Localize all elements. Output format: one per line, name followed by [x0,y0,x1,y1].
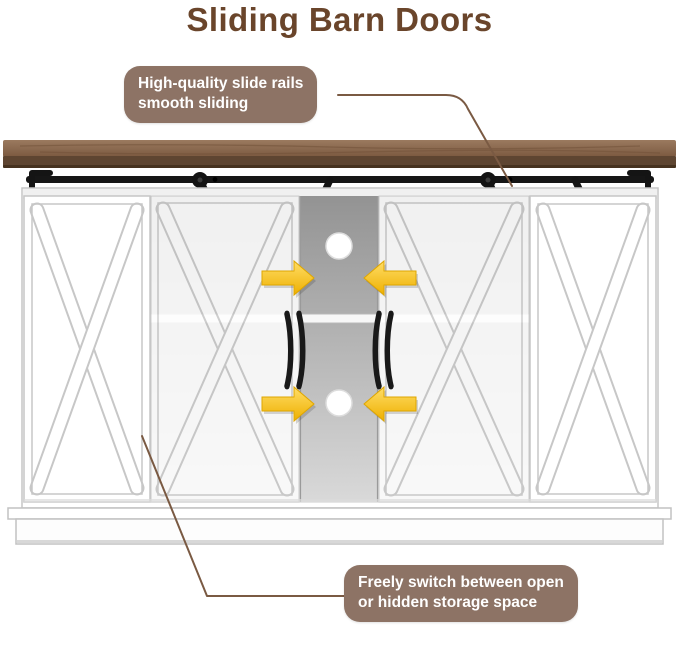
slide-arrows [261,259,418,424]
cabinet-base [7,507,672,545]
wood-top [3,140,676,168]
door-track-shadow [24,499,656,503]
door-handles [284,310,394,390]
barn-door-ghost-right [378,195,530,503]
cable-hole-top [325,232,353,260]
callout-leader-bottom [141,435,347,597]
slide-arrow-left-bottom-icon [363,385,417,423]
callout-slide-rails: High-quality slide rails smooth sliding [124,66,318,123]
callout-storage: Freely switch between open or hidden sto… [344,565,578,622]
barn-door-left [23,195,151,503]
callout-storage-line1: Freely switch between open [358,574,564,591]
door-handle [284,310,294,390]
slide-arrow-left-top-icon [363,259,417,297]
callout-leader-top [337,94,513,187]
barn-door-right [529,195,657,503]
cable-hole-bottom [325,389,353,417]
callout-slide-rails-line1: High-quality slide rails [138,75,304,92]
callout-slide-rails-line2: smooth sliding [138,95,249,113]
door-handle [372,310,382,390]
door-handle [384,310,394,390]
barn-door-ghost-left [150,195,300,503]
callout-storage-line2: or hidden storage space [358,594,538,612]
page-title: Sliding Barn Doors [186,1,493,38]
slide-arrow-right-bottom-icon [261,385,315,423]
door-handle [296,310,306,390]
slide-arrow-right-top-icon [261,259,315,297]
